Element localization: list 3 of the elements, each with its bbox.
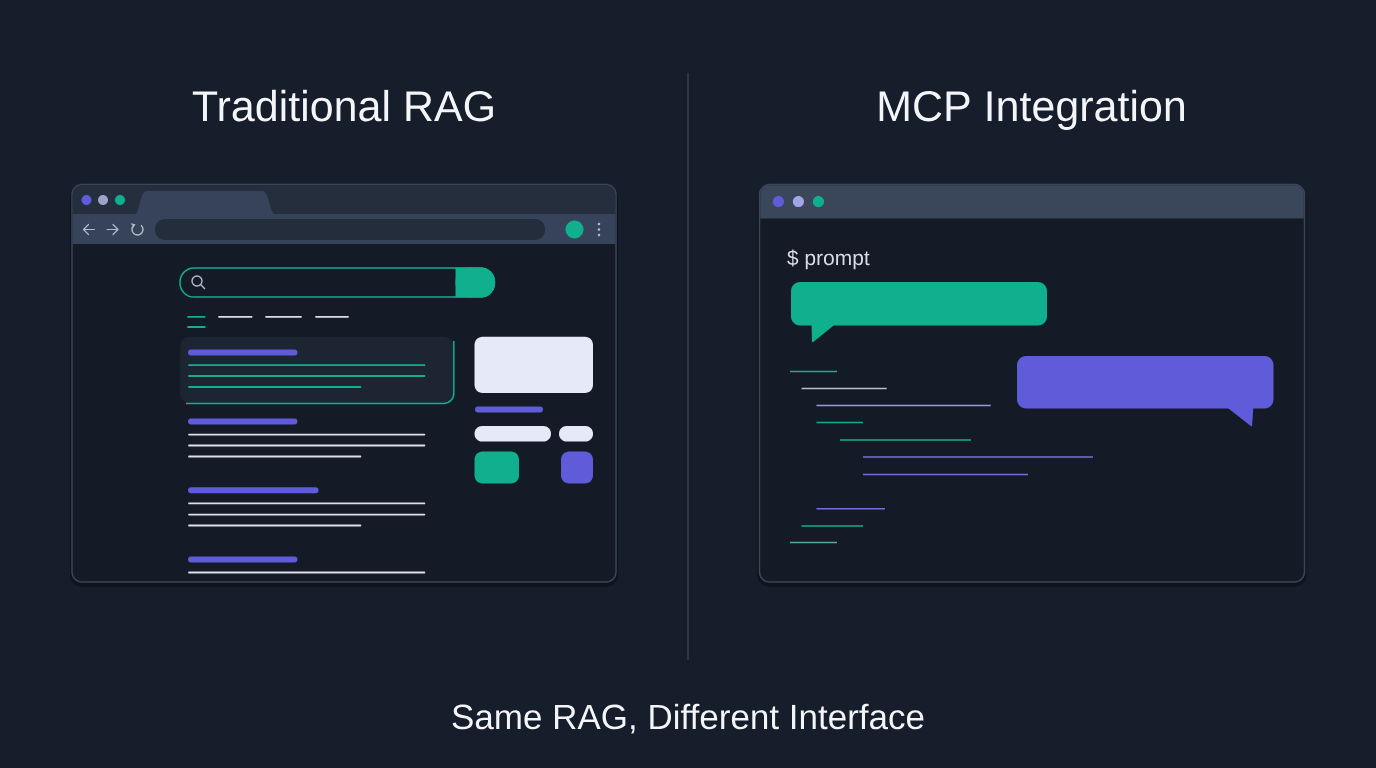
heading: Traditional RAG	[192, 89, 493, 122]
caption: Same RAG, Different Interface	[452, 703, 924, 734]
heading: MCP Integration	[879, 89, 1184, 130]
